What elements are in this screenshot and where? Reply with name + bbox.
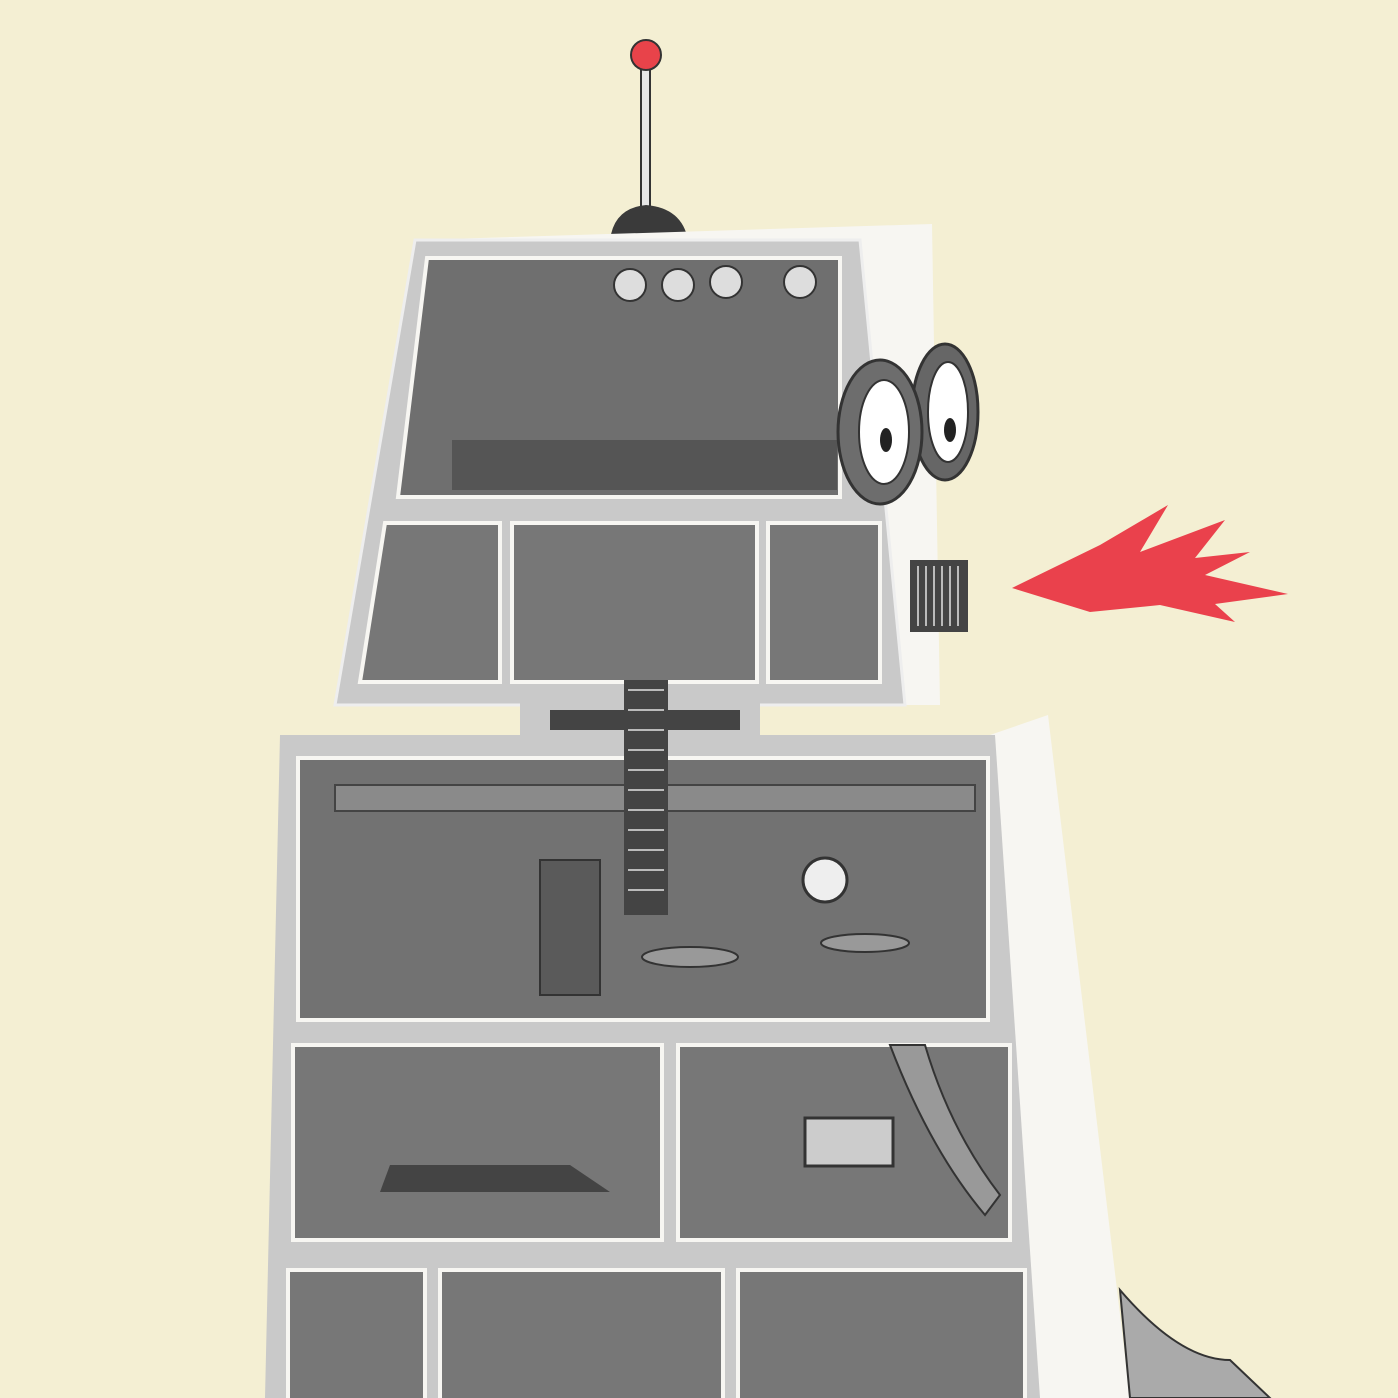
kitchen-door [539, 859, 601, 996]
vent-grille [910, 560, 968, 632]
ping-pong-table [380, 1165, 610, 1192]
robot-head [333, 224, 980, 707]
robot-foot [1118, 1286, 1272, 1398]
room-bunks [438, 1268, 725, 1398]
antenna-dome [610, 205, 688, 240]
robot-body [265, 715, 1272, 1398]
control-desk [452, 440, 837, 490]
slide-tube [888, 1044, 1002, 1217]
robot-eyes [836, 342, 980, 506]
control-room [395, 256, 842, 499]
red-flame [1012, 505, 1288, 622]
dining-table-2 [820, 933, 910, 953]
antenna-ball [630, 39, 662, 71]
antenna [610, 39, 688, 240]
room-shower [286, 1268, 427, 1398]
gauges [613, 265, 817, 302]
room-breakroom [510, 521, 759, 684]
tv-screen [803, 1116, 895, 1168]
room-restroom [766, 521, 882, 684]
room-slide [736, 1268, 1027, 1398]
antenna-pole [640, 64, 651, 216]
wall-clock [801, 856, 849, 904]
dining-table [641, 946, 739, 968]
room-mechanical [357, 521, 502, 684]
ladder [624, 680, 668, 915]
room-ping-pong [291, 1043, 664, 1242]
